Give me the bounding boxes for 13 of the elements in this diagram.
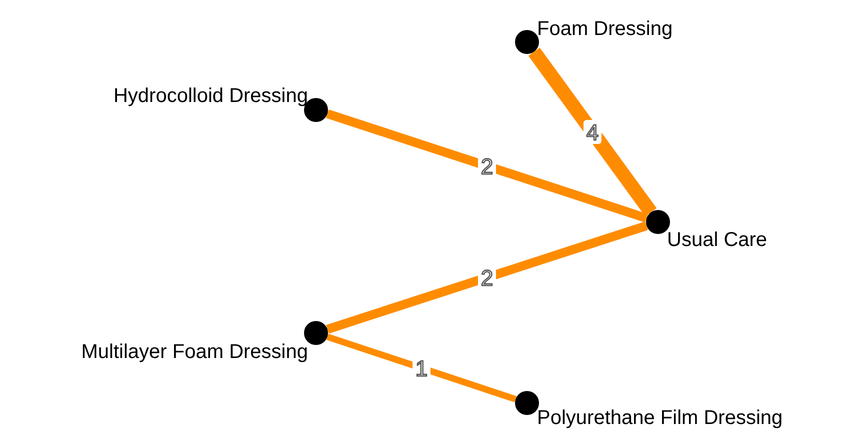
connector-line bbox=[326, 334, 517, 402]
connector-line bbox=[326, 109, 648, 223]
node-label: Usual Care bbox=[667, 228, 768, 252]
edge-label: 2 bbox=[480, 154, 494, 179]
connector-line bbox=[326, 221, 648, 334]
node-label: Foam Dressing bbox=[537, 17, 673, 41]
node-label: Multilayer Foam Dressing bbox=[80, 340, 308, 364]
node-label: Polyurethane Film Dressing bbox=[537, 406, 783, 430]
edge-label: 4 bbox=[586, 120, 599, 145]
node-label: Hydrocolloid Dressing bbox=[112, 84, 308, 108]
connector-line bbox=[528, 48, 657, 216]
edge-label: 2 bbox=[480, 266, 494, 290]
edge-label: 1 bbox=[415, 356, 428, 381]
